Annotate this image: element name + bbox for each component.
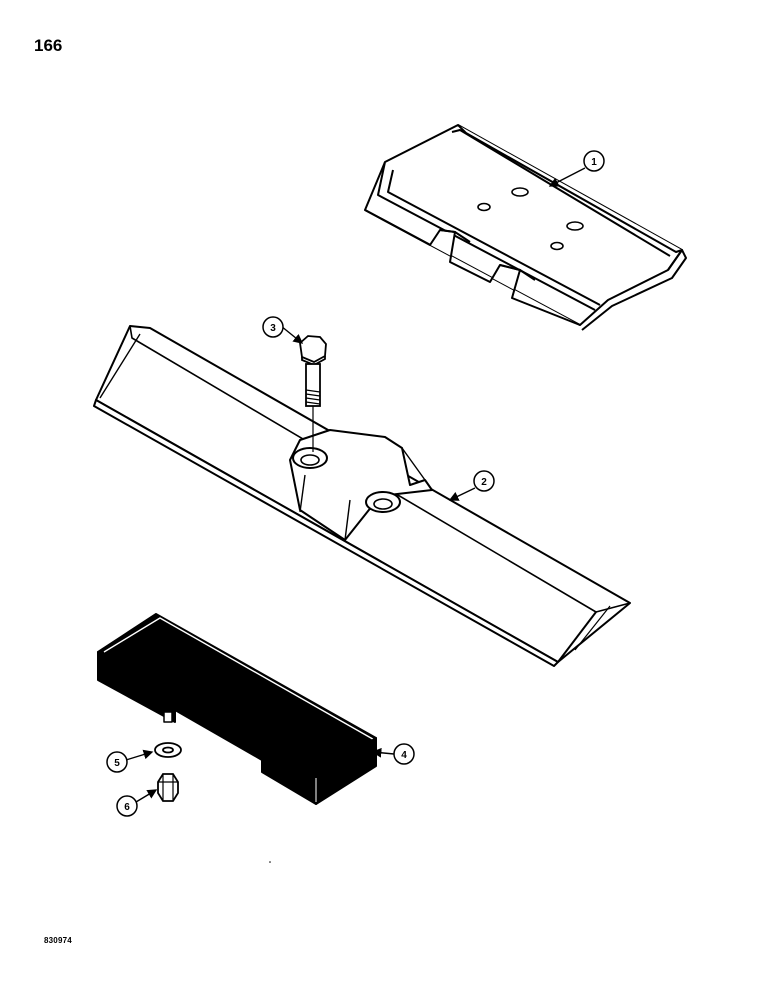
callout-4-label: 4 [401, 750, 407, 761]
callout-5: 5 [106, 751, 128, 773]
scan-speck [269, 861, 271, 863]
callout-3-label: 3 [270, 323, 276, 334]
callout-3: 3 [262, 316, 284, 338]
shoe-bar-part [93, 325, 631, 667]
callout-1-label: 1 [591, 157, 597, 168]
callout-1: 1 [583, 150, 605, 172]
track-shoe-part [364, 124, 687, 331]
leader-4 [371, 747, 395, 758]
callout-6: 6 [116, 795, 138, 817]
callout-2-label: 2 [481, 477, 487, 488]
callout-5-label: 5 [114, 758, 120, 769]
leader-5 [125, 749, 154, 761]
leader-6 [135, 789, 158, 803]
nut-part [157, 773, 179, 802]
leader-3 [280, 325, 304, 344]
callout-leaders [125, 167, 586, 803]
callout-4: 4 [393, 743, 415, 765]
callout-2: 2 [473, 470, 495, 492]
callout-6-label: 6 [124, 802, 130, 813]
page-number: 166 [34, 36, 63, 55]
leader-2 [448, 487, 476, 501]
bolt-part [299, 335, 327, 452]
leader-1 [548, 167, 586, 187]
figure-code: 830974 [44, 936, 72, 945]
rubber-pad-part [97, 613, 379, 805]
washer-part [154, 742, 182, 758]
